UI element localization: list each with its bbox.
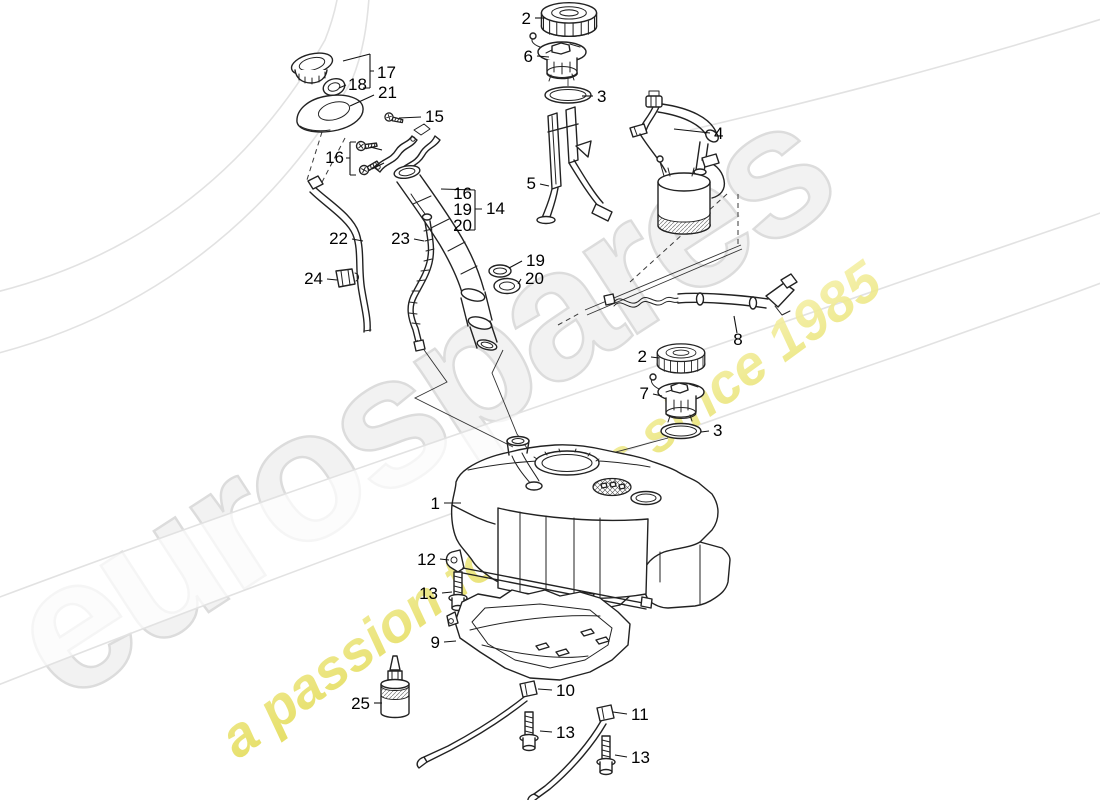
callout-3-lower: 3 bbox=[713, 421, 722, 440]
callout-2-lower: 2 bbox=[638, 347, 647, 366]
callout-14: 14 bbox=[486, 199, 505, 218]
part-bolt-10 bbox=[519, 711, 539, 752]
part-flange-top bbox=[529, 32, 587, 82]
callout-13-a: 13 bbox=[419, 584, 438, 603]
callout-21: 21 bbox=[378, 83, 397, 102]
part-ring-small bbox=[488, 264, 512, 278]
part-seal-ring-lower bbox=[660, 422, 702, 440]
part-locking-cap-top bbox=[540, 1, 598, 38]
callout-1: 1 bbox=[431, 494, 440, 513]
callout-15: 15 bbox=[425, 107, 444, 126]
callout-24: 24 bbox=[304, 269, 323, 288]
part-fuel-line bbox=[603, 273, 798, 316]
part-breather-hose bbox=[307, 175, 372, 333]
callout-9: 9 bbox=[431, 633, 440, 652]
part-bolt-11 bbox=[596, 735, 616, 776]
part-strap-front bbox=[416, 680, 538, 769]
callout-22: 22 bbox=[329, 229, 348, 248]
part-strap-rear bbox=[527, 704, 615, 800]
part-seal-ring-top bbox=[544, 86, 592, 104]
callout-10: 10 bbox=[556, 681, 575, 700]
part-escutcheon-plate bbox=[296, 94, 364, 133]
callout-11: 11 bbox=[631, 705, 649, 724]
callout-16-left: 16 bbox=[325, 148, 344, 167]
callout-17: 17 bbox=[377, 63, 396, 82]
callout-13-c: 13 bbox=[631, 748, 650, 767]
callout-5: 5 bbox=[527, 174, 536, 193]
part-clip bbox=[335, 268, 359, 288]
callout-20-rings: 20 bbox=[525, 269, 544, 288]
callout-12: 12 bbox=[417, 550, 436, 569]
callout-20-stack: 20 bbox=[453, 216, 472, 235]
callout-8: 8 bbox=[733, 330, 742, 349]
callout-3-top: 3 bbox=[597, 87, 606, 106]
callout-7: 7 bbox=[640, 384, 649, 403]
part-ring-large bbox=[493, 277, 521, 295]
callout-13-b: 13 bbox=[556, 723, 575, 742]
part-filler-pipe bbox=[393, 164, 498, 351]
callout-25: 25 bbox=[351, 694, 370, 713]
background-swoosh-top-left bbox=[0, 0, 370, 354]
callout-19-rings: 19 bbox=[526, 251, 545, 270]
part-sealant-bottle bbox=[380, 655, 410, 719]
callout-18: 18 bbox=[348, 75, 367, 94]
callout-6: 6 bbox=[524, 47, 533, 66]
callout-2-top: 2 bbox=[522, 9, 531, 28]
part-fuel-tank bbox=[450, 435, 731, 610]
part-fuel-pump bbox=[629, 90, 726, 235]
part-locking-cap-lower bbox=[656, 343, 706, 374]
part-vent-hose bbox=[407, 220, 435, 352]
callout-23: 23 bbox=[391, 229, 410, 248]
part-heat-shield bbox=[446, 589, 631, 681]
callout-4: 4 bbox=[714, 124, 723, 143]
callout-19-stack: 19 bbox=[453, 200, 472, 219]
part-sender-bracket bbox=[536, 106, 613, 225]
callout-16-stack: 16 bbox=[453, 184, 472, 203]
callouts: 2 6 3 17 18 21 15 16 4 5 16 19 20 14 22 … bbox=[304, 9, 743, 767]
part-pump-flange bbox=[649, 373, 705, 423]
part-filler-cap bbox=[290, 52, 334, 85]
